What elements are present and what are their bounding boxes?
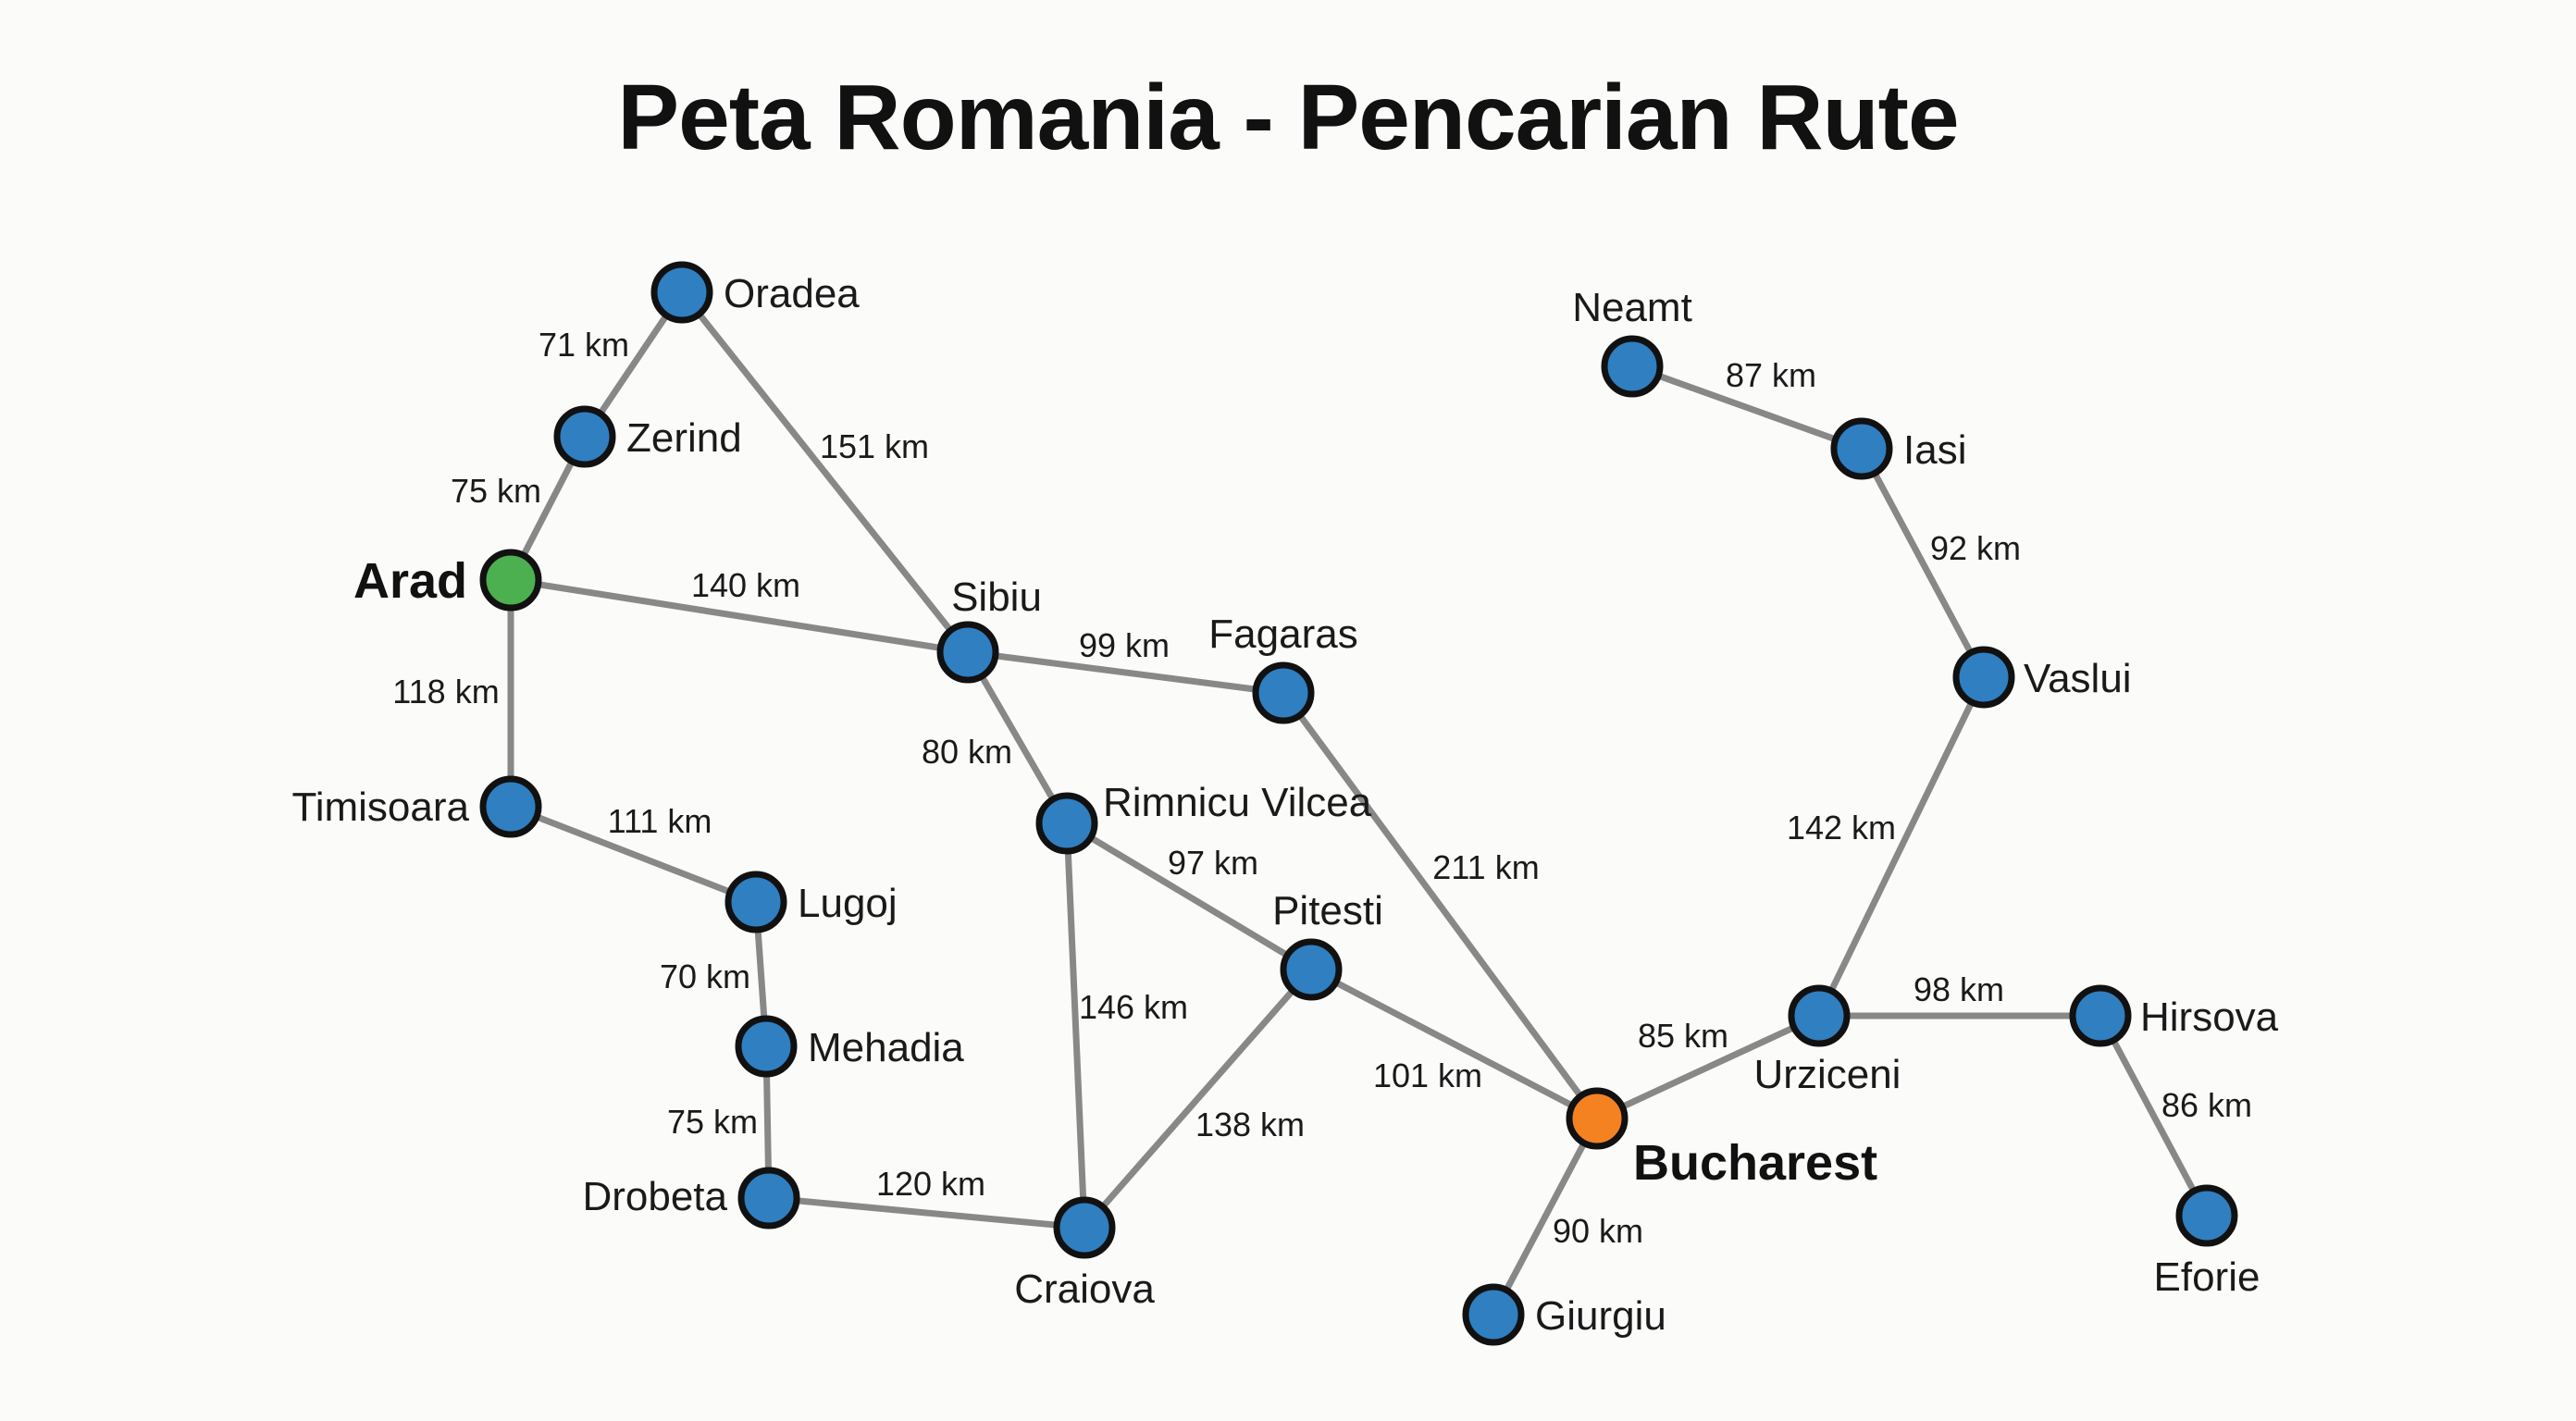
edge-vaslui-iasi [1858, 445, 1988, 681]
edge-distance-label: 92 km [1930, 529, 2021, 567]
edge-distance-label: 97 km [1168, 844, 1258, 882]
edge-labels-layer: 71 km 75 km 151 km 140 km 118 km 99 km 80 km 11… [392, 326, 2252, 1250]
city-node-rimnicu[interactable] [1035, 792, 1098, 855]
edge-distance-label: 151 km [820, 427, 929, 465]
edge-distance-label: 71 km [539, 326, 629, 364]
edge-distance-label: 98 km [1913, 970, 2004, 1008]
city-label-neamt: Neamt [1572, 285, 1692, 330]
edge-distance-label: 80 km [922, 733, 1012, 771]
edge-distance-label: 70 km [660, 958, 750, 995]
edge-rimnicu-craiova [1063, 820, 1088, 1231]
city-label-urziceni: Urziceni [1754, 1052, 1901, 1097]
city-label-timisoara: Timisoara [291, 785, 469, 830]
edge-distance-label: 75 km [451, 472, 541, 510]
city-node-mehadia[interactable] [735, 1015, 798, 1078]
edge-bucharest-giurgiu [1490, 1115, 1601, 1318]
city-label-zerind: Zerind [626, 415, 742, 461]
city-node-oradea[interactable] [650, 261, 713, 324]
city-label-drobeta: Drobeta [582, 1174, 727, 1219]
city-node-arad[interactable] [479, 549, 542, 612]
edge-sibiu-fagaras [964, 649, 1287, 697]
edge-fagaras-bucharest [1280, 689, 1601, 1122]
edge-arad-sibiu [507, 576, 972, 656]
city-label-mehadia: Mehadia [808, 1025, 964, 1070]
city-label-pitesti: Pitesti [1272, 888, 1383, 933]
edge-bucharest-urziceni [1593, 1012, 1823, 1122]
city-node-bucharest[interactable] [1566, 1087, 1629, 1150]
edge-pitesti-bucharest [1307, 966, 1601, 1122]
city-label-iasi: Iasi [1903, 427, 1966, 473]
edge-timisoara-lugoj [507, 803, 760, 906]
edge-distance-label: 111 km [608, 802, 712, 840]
edge-distance-label: 211 km [1432, 848, 1539, 886]
city-node-sibiu[interactable] [936, 621, 999, 684]
city-node-pitesti[interactable] [1280, 938, 1343, 1001]
edge-rimnicu-pitesti [1063, 820, 1315, 973]
city-label-craiova: Craiova [1014, 1267, 1155, 1312]
city-node-craiova[interactable] [1053, 1196, 1116, 1259]
edge-distance-label: 85 km [1638, 1017, 1728, 1055]
city-label-eforie: Eforie [2154, 1254, 2260, 1300]
city-node-zerind[interactable] [553, 405, 616, 468]
city-label-hirsova: Hirsova [2140, 995, 2279, 1040]
city-label-vaslui: Vaslui [2024, 656, 2132, 701]
edge-distance-label: 118 km [392, 673, 499, 710]
edge-distance-label: 75 km [667, 1103, 758, 1141]
edge-iasi-neamt [1629, 363, 1865, 452]
edge-distance-label: 138 km [1195, 1106, 1305, 1143]
edge-distance-label: 86 km [2161, 1086, 2252, 1124]
city-label-giurgiu: Giurgiu [1535, 1293, 1666, 1339]
edge-distance-label: 101 km [1373, 1056, 1482, 1094]
edge-distance-label: 99 km [1079, 626, 1170, 664]
city-node-lugoj[interactable] [724, 871, 787, 933]
city-label-oradea: Oradea [724, 271, 860, 316]
edge-distance-label: 140 km [691, 566, 800, 604]
city-label-rimnicu: Rimnicu Vilcea [1103, 780, 1372, 825]
edge-distance-label: 120 km [876, 1165, 985, 1203]
nodes-layer [479, 261, 2238, 1346]
city-node-timisoara[interactable] [479, 775, 542, 838]
edge-sibiu-rimnicu [964, 649, 1071, 827]
city-node-hirsova[interactable] [2069, 984, 2132, 1047]
edge-urziceni-vaslui [1815, 673, 1988, 1019]
edge-distance-label: 90 km [1553, 1212, 1643, 1250]
city-node-fagaras[interactable] [1252, 661, 1315, 724]
city-node-vaslui[interactable] [1952, 646, 2015, 709]
city-label-sibiu: Sibiu [951, 575, 1042, 620]
edge-distance-label: 142 km [1787, 809, 1896, 846]
edge-oradea-sibiu [678, 289, 972, 656]
city-label-lugoj: Lugoj [798, 881, 898, 926]
city-node-eforie[interactable] [2175, 1184, 2238, 1247]
edge-drobeta-craiova [765, 1194, 1088, 1231]
edge-pitesti-craiova [1081, 966, 1315, 1231]
city-node-neamt[interactable] [1601, 335, 1664, 398]
city-label-bucharest: Bucharest [1633, 1135, 1877, 1191]
city-label-fagaras: Fagaras [1208, 612, 1357, 657]
city-node-iasi[interactable] [1830, 417, 1893, 480]
edge-distance-label: 146 km [1079, 988, 1188, 1026]
edge-hirsova-eforie [2097, 1012, 2211, 1219]
city-node-giurgiu[interactable] [1462, 1283, 1525, 1346]
city-label-arad: Arad [353, 553, 467, 609]
map-title: Peta Romania - Pencarian Rute [617, 66, 1959, 169]
edge-distance-label: 87 km [1726, 356, 1816, 394]
city-node-urziceni[interactable] [1788, 984, 1851, 1047]
city-node-drobeta[interactable] [737, 1167, 800, 1229]
